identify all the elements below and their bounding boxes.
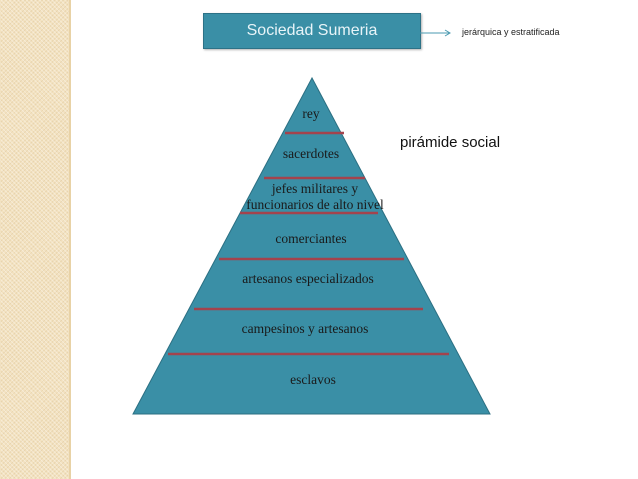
level-jefes-militares: jefes militares y xyxy=(271,181,358,196)
title-text: Sociedad Sumeria xyxy=(246,22,378,39)
title-box: Sociedad Sumeria xyxy=(203,13,421,49)
pyramid-label: pirámide social xyxy=(400,134,501,151)
level-sacerdotes: sacerdotes xyxy=(283,146,339,161)
level-esclavos: esclavos xyxy=(290,372,336,387)
dividers xyxy=(168,131,449,356)
side-note: jerárquica y estratificada xyxy=(462,27,560,37)
pyramid-shape xyxy=(132,76,491,415)
decorative-side-strip xyxy=(0,0,71,479)
level-artesanos-especializados: artesanos especializados xyxy=(242,271,374,286)
level-comerciantes: comerciantes xyxy=(275,231,346,246)
arrow-head-icon xyxy=(444,29,451,37)
level-campesinos: campesinos y artesanos xyxy=(242,321,369,336)
level-rey: rey xyxy=(302,106,319,121)
level-funcionarios: funcionarios de alto nivel xyxy=(246,197,384,212)
